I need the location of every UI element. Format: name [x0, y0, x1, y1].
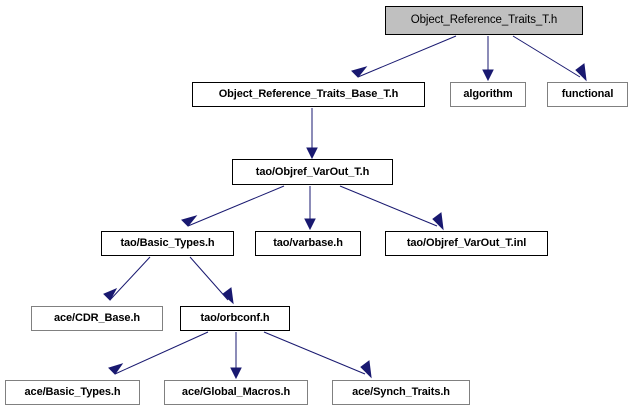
node-base_t[interactable]: Object_Reference_Traits_Base_T.h: [192, 82, 425, 107]
arrowhead-tao_orbconf-to-ace_basic_types: [108, 363, 124, 375]
arrowhead-root-to-functional: [575, 63, 587, 82]
arrowhead-root-to-base_t: [351, 66, 368, 78]
node-label-ace_basic_types: ace/Basic_Types.h: [24, 386, 121, 398]
node-label-tao_basic_types: tao/Basic_Types.h: [120, 237, 215, 249]
node-label-tao_orbconf: tao/orbconf.h: [200, 312, 270, 324]
arrowhead-root-to-algorithm: [482, 69, 494, 82]
node-label-ace_cdr_base: ace/CDR_Base.h: [53, 312, 141, 324]
node-ace_global_macros[interactable]: ace/Global_Macros.h: [164, 380, 308, 405]
node-ace_basic_types[interactable]: ace/Basic_Types.h: [5, 380, 140, 405]
arrowhead-tao_orbconf-to-ace_synch_traits: [360, 360, 372, 379]
node-label-ace_global_macros: ace/Global_Macros.h: [181, 386, 291, 398]
arrowhead-base_t-to-objref_varout_h: [306, 147, 318, 160]
node-label-objref_varout_h: tao/Objref_VarOut_T.h: [255, 165, 370, 178]
node-tao_basic_types[interactable]: tao/Basic_Types.h: [101, 231, 234, 256]
edge-objref_varout_h-to-objref_varout_inl: [339, 185, 438, 227]
arrowhead-objref_varout_h-to-objref_varout_inl: [432, 212, 444, 231]
edge-tao_basic_types-to-ace_cdr_base: [109, 256, 151, 301]
node-algorithm[interactable]: algorithm: [450, 82, 526, 107]
edge-tao_orbconf-to-ace_basic_types: [114, 331, 209, 375]
node-tao_varbase[interactable]: tao/varbase.h: [255, 231, 361, 256]
node-label-ace_synch_traits: ace/Synch_Traits.h: [352, 386, 450, 398]
node-tao_orbconf[interactable]: tao/orbconf.h: [180, 306, 290, 331]
node-ace_synch_traits[interactable]: ace/Synch_Traits.h: [332, 380, 470, 405]
node-label-algorithm: algorithm: [463, 88, 513, 100]
edge-objref_varout_h-to-tao_basic_types: [187, 185, 285, 227]
node-functional[interactable]: functional: [547, 82, 628, 107]
arrowhead-tao_basic_types-to-ace_cdr_base: [103, 287, 118, 301]
node-objref_varout_h[interactable]: tao/Objref_VarOut_T.h: [232, 159, 393, 185]
arrowhead-tao_basic_types-to-tao_orbconf: [222, 287, 234, 305]
arrowhead-objref_varout_h-to-tao_basic_types: [181, 215, 198, 227]
node-label-base_t: Object_Reference_Traits_Base_T.h: [218, 88, 399, 100]
edge-tao_basic_types-to-tao_orbconf: [189, 256, 229, 301]
node-label-functional: functional: [561, 88, 614, 100]
node-label-root: Object_Reference_Traits_T.h: [410, 13, 558, 26]
edge-root-to-base_t: [357, 35, 457, 78]
arrowhead-tao_orbconf-to-ace_global_macros: [230, 367, 242, 380]
node-root[interactable]: Object_Reference_Traits_T.h: [385, 6, 583, 35]
node-objref_varout_inl[interactable]: tao/Objref_VarOut_T.inl: [385, 231, 548, 256]
node-label-tao_varbase: tao/varbase.h: [273, 237, 343, 249]
node-ace_cdr_base[interactable]: ace/CDR_Base.h: [31, 306, 163, 331]
node-label-objref_varout_inl: tao/Objref_VarOut_T.inl: [406, 237, 527, 249]
edge-tao_orbconf-to-ace_synch_traits: [263, 331, 366, 375]
edge-root-to-functional: [512, 35, 581, 78]
arrowhead-objref_varout_h-to-tao_varbase: [304, 218, 316, 231]
